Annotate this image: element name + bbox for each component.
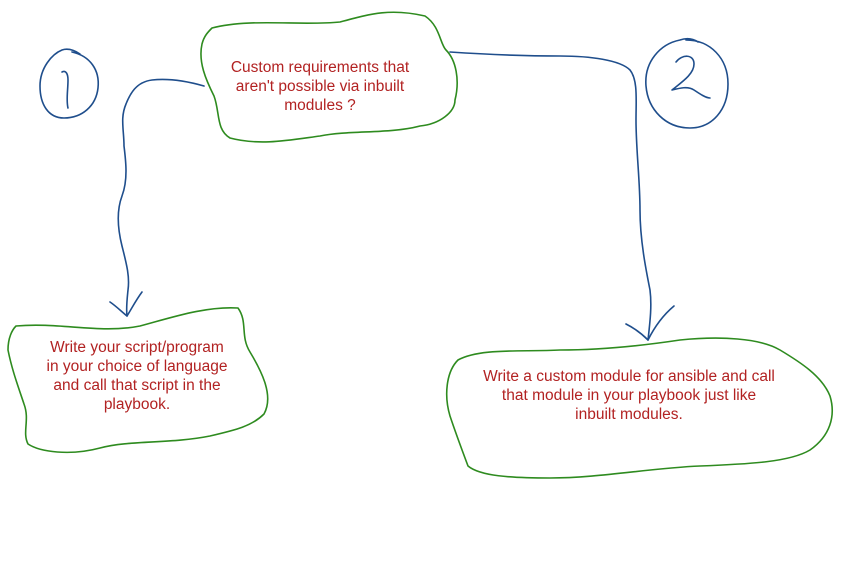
option-1-box-outline — [7, 306, 269, 454]
edge-question-to-option-1 — [117, 78, 205, 317]
option-2-text: Write a custom module for ansible and ca… — [483, 368, 775, 423]
edge-question-to-option-2 — [449, 51, 652, 341]
option-1-marker-digit — [61, 70, 69, 109]
edge-question-to-option-2-arrowhead — [625, 305, 675, 341]
option-1-text: Write your script/program in your choice… — [46, 339, 228, 413]
edge-question-to-option-1-arrowhead — [109, 291, 143, 317]
question-box-outline — [200, 11, 458, 143]
option-2-marker-digit — [671, 55, 711, 99]
option-2-marker-circle — [645, 37, 729, 129]
question-text: Custom requirements that aren't possible… — [230, 59, 410, 114]
option-2-box-outline — [445, 337, 833, 479]
option-1-marker-circle — [39, 48, 99, 119]
